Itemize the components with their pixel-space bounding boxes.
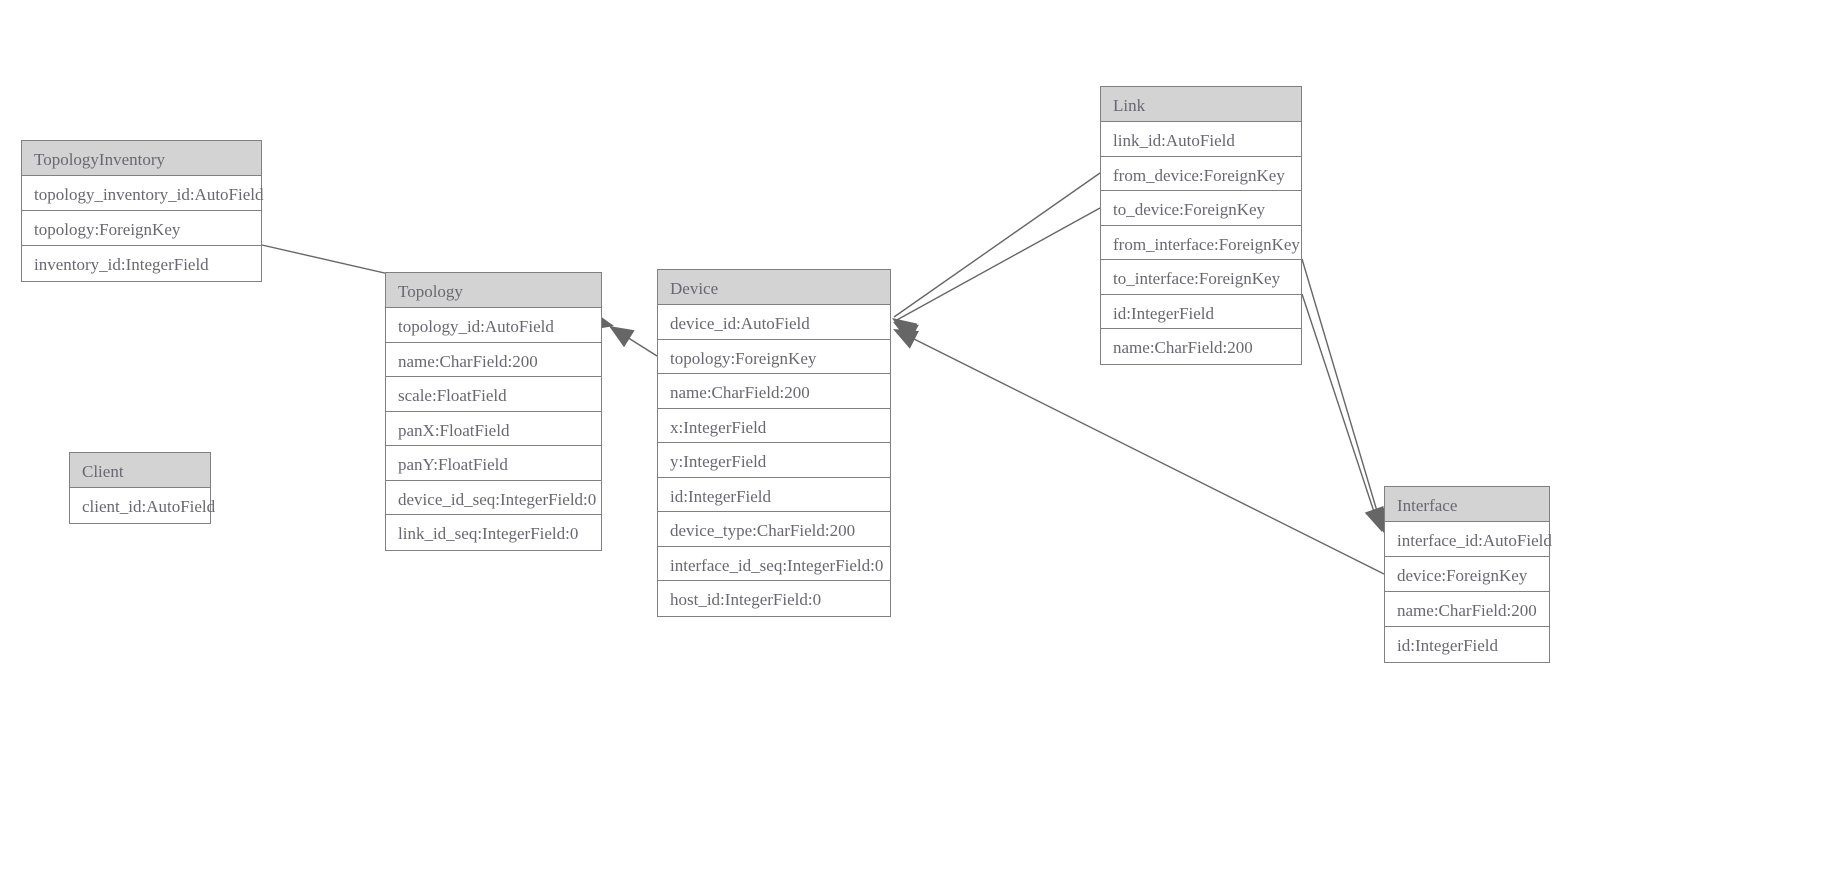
rel-link-to-device-line bbox=[894, 207, 1101, 322]
entity-field-link-5[interactable]: id:IntegerField bbox=[1101, 294, 1301, 329]
entity-header-topology: Topology bbox=[386, 273, 601, 308]
entity-field-device-4[interactable]: y:IntegerField bbox=[658, 443, 890, 478]
rel-device-topology bbox=[609, 326, 658, 357]
entity-field-topology_inventory-1[interactable]: topology:ForeignKey bbox=[22, 211, 261, 246]
entity-field-topology-0[interactable]: topology_id:AutoField bbox=[386, 308, 601, 343]
rel-link-to-interface bbox=[1301, 293, 1384, 532]
rel-link-from-interface-line bbox=[1301, 258, 1383, 529]
rel-link-from-interface bbox=[1301, 258, 1387, 533]
entity-header-link: Link bbox=[1101, 87, 1301, 122]
rel-link-to-interface-line bbox=[1301, 293, 1380, 528]
entity-field-topology-6[interactable]: link_id_seq:IntegerField:0 bbox=[386, 515, 601, 550]
rel-link-to-device bbox=[893, 207, 1101, 343]
entity-field-topology-4[interactable]: panY:FloatField bbox=[386, 446, 601, 481]
entity-field-topology-1[interactable]: name:CharField:200 bbox=[386, 342, 601, 377]
entity-header-interface: Interface bbox=[1385, 487, 1549, 522]
entity-field-link-0[interactable]: link_id:AutoField bbox=[1101, 122, 1301, 157]
entity-field-link-4[interactable]: to_interface:ForeignKey bbox=[1101, 260, 1301, 295]
entity-field-topology_inventory-0[interactable]: topology_inventory_id:AutoField bbox=[22, 176, 264, 211]
entity-field-device-8[interactable]: host_id:IntegerField:0 bbox=[658, 581, 890, 616]
rel-link-to-device-arrowhead-icon bbox=[893, 322, 919, 343]
entity-field-interface-1[interactable]: device:ForeignKey bbox=[1385, 557, 1549, 592]
entity-field-link-1[interactable]: from_device:ForeignKey bbox=[1101, 156, 1301, 191]
rel-device-topology-line bbox=[610, 326, 658, 357]
rel-device-topology-arrowhead-icon bbox=[609, 326, 635, 348]
rel-link-from-device-line bbox=[893, 172, 1101, 318]
entity-field-topology-5[interactable]: device_id_seq:IntegerField:0 bbox=[386, 480, 601, 515]
entity-field-device-0[interactable]: device_id:AutoField bbox=[658, 305, 890, 340]
entity-field-link-6[interactable]: name:CharField:200 bbox=[1101, 329, 1301, 364]
entity-header-client: Client bbox=[70, 453, 210, 488]
entity-field-link-2[interactable]: to_device:ForeignKey bbox=[1101, 191, 1301, 226]
entity-header-topology_inventory: TopologyInventory bbox=[22, 141, 261, 176]
entity-field-device-3[interactable]: x:IntegerField bbox=[658, 408, 890, 443]
entity-header-device: Device bbox=[658, 270, 890, 305]
entity-field-interface-3[interactable]: id:IntegerField bbox=[1385, 627, 1549, 662]
entity-field-topology_inventory-2[interactable]: inventory_id:IntegerField bbox=[22, 246, 261, 281]
entity-field-device-6[interactable]: device_type:CharField:200 bbox=[658, 512, 890, 547]
entity-field-device-7[interactable]: interface_id_seq:IntegerField:0 bbox=[658, 546, 890, 581]
entity-field-device-2[interactable]: name:CharField:200 bbox=[658, 374, 890, 409]
rel-link-from-device bbox=[892, 172, 1101, 340]
entity-field-client-0[interactable]: client_id:AutoField bbox=[70, 488, 215, 523]
rel-interface-device-line bbox=[895, 329, 1385, 575]
rel-interface-device-arrowhead-icon bbox=[893, 329, 919, 349]
entity-field-device-1[interactable]: topology:ForeignKey bbox=[658, 339, 890, 374]
entity-field-topology-3[interactable]: panX:FloatField bbox=[386, 411, 601, 446]
entity-field-interface-2[interactable]: name:CharField:200 bbox=[1385, 592, 1549, 627]
entity-field-interface-0[interactable]: interface_id:AutoField bbox=[1385, 522, 1552, 557]
entity-field-topology-2[interactable]: scale:FloatField bbox=[386, 377, 601, 412]
entity-field-link-3[interactable]: from_interface:ForeignKey bbox=[1101, 225, 1301, 260]
entity-field-device-5[interactable]: id:IntegerField bbox=[658, 477, 890, 512]
